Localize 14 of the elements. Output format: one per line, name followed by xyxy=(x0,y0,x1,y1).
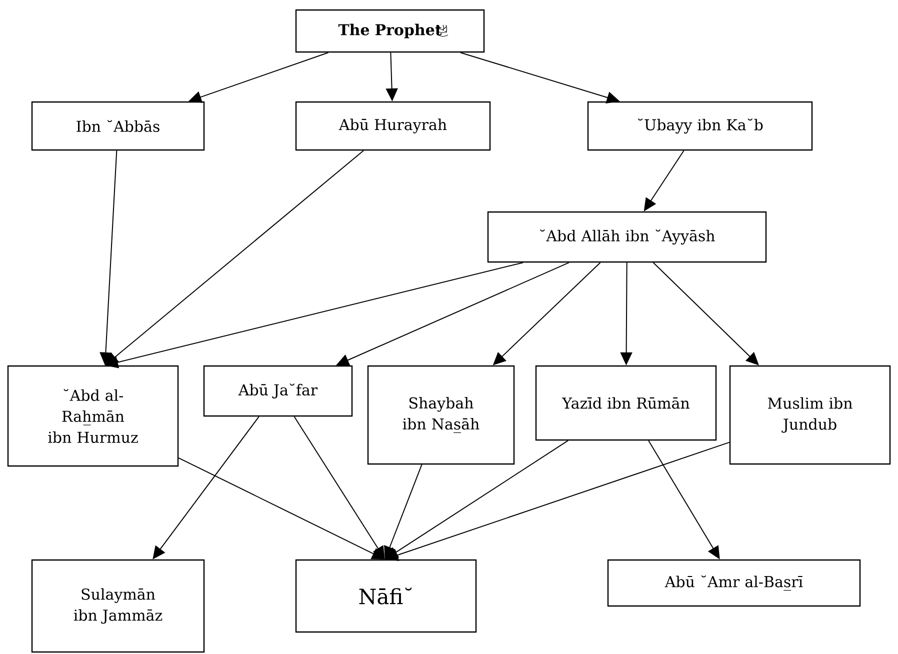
name-box: Abū ˘Amr al-Bas̲rī xyxy=(607,559,861,607)
name-box: The Prophet xyxy=(295,9,485,53)
name-box: ˘Ubayy ibn Ka˘b xyxy=(587,101,813,151)
name-box: Abū Hurayrah xyxy=(295,101,491,151)
name-box: Sulaymān ibn Jammāz xyxy=(31,559,205,653)
name-box: ˘Abd Allāh ibn ˘Ayyāsh xyxy=(487,211,767,263)
name-box: Nāfi˘ xyxy=(295,559,477,633)
name-box: Yazīd ibn Rūmān xyxy=(535,365,717,441)
name-box: ˘Abd al-Rah̲mān ibn Hurmuz xyxy=(7,365,179,467)
name-box: Ibn ˘Abbās xyxy=(31,101,205,151)
name-box: Muslim ibn Jundub xyxy=(729,365,891,465)
arrow xyxy=(105,150,364,366)
name-box: Abū Ja˘far xyxy=(203,365,353,417)
name-box: Shaybah ibn Nas̲āh xyxy=(367,365,515,465)
